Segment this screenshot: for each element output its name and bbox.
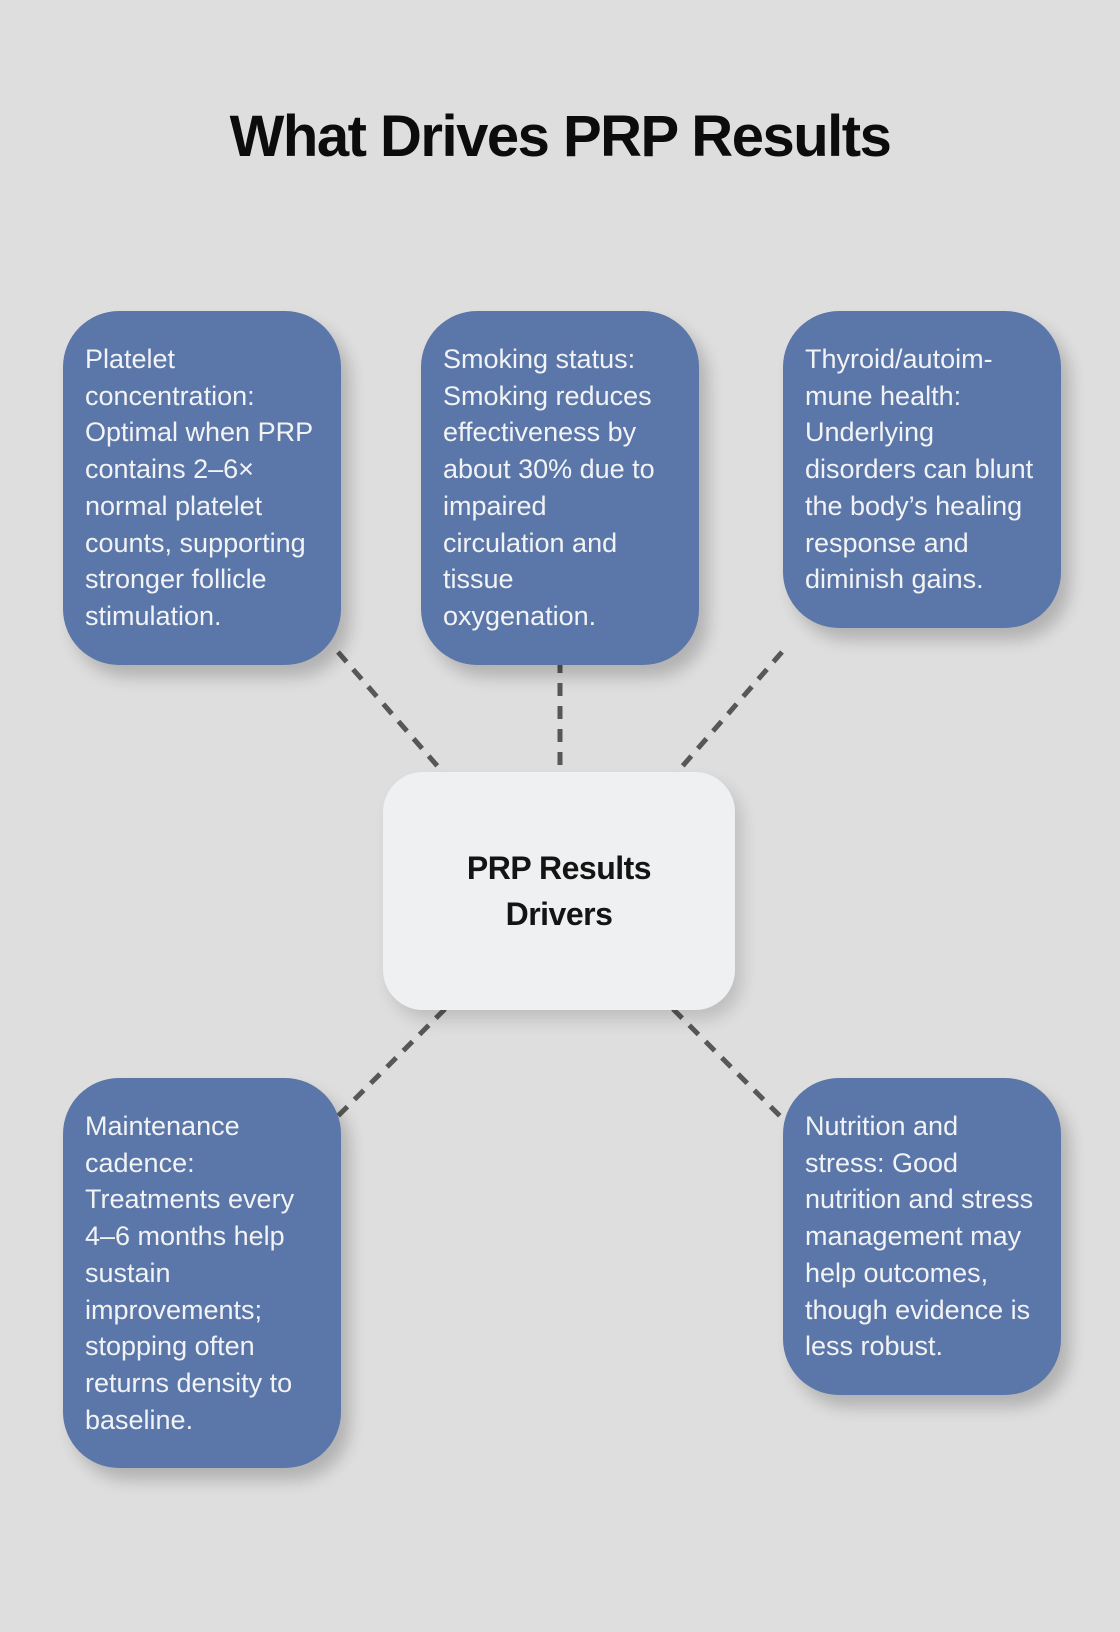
center-node-label: PRP Results Drivers [466, 849, 652, 932]
node-nutrition-and-stress: Nutrition and stress: Good nutrition and… [783, 1078, 1061, 1396]
connector-platelet-to-center [336, 650, 449, 779]
node-platelet-concentration: Platelet concentration: Optimal when PRP… [63, 311, 341, 665]
page-title: What Drives PRP Results [229, 104, 892, 169]
node-thyroid-autoimmune-health: Thyroid/autoim­mune health: Underlying d… [783, 311, 1061, 629]
node-maintenance-cadence: Maintenance cadence: Treatments every 4–… [63, 1078, 341, 1469]
connector-center-to-nutrition [671, 1007, 790, 1126]
center-node: PRP Results Drivers [383, 772, 735, 1010]
connector-center-to-maintenance [330, 1007, 447, 1124]
node-text: Platelet concentration: Optimal when PRP… [85, 344, 313, 632]
connector-thyroid-to-center [671, 650, 784, 779]
node-text: Nutrition and stress: Good nutrition and… [805, 1111, 1034, 1362]
node-smoking-status: Smoking status: Smoking reduces effectiv… [421, 311, 699, 665]
node-text: Maintenance cadence: Treatments every 4–… [85, 1111, 295, 1435]
node-text: Smoking status: Smoking reduces effectiv… [443, 344, 655, 632]
node-text: Thyroid/autoim­mune health: Underlying d… [805, 344, 1034, 595]
